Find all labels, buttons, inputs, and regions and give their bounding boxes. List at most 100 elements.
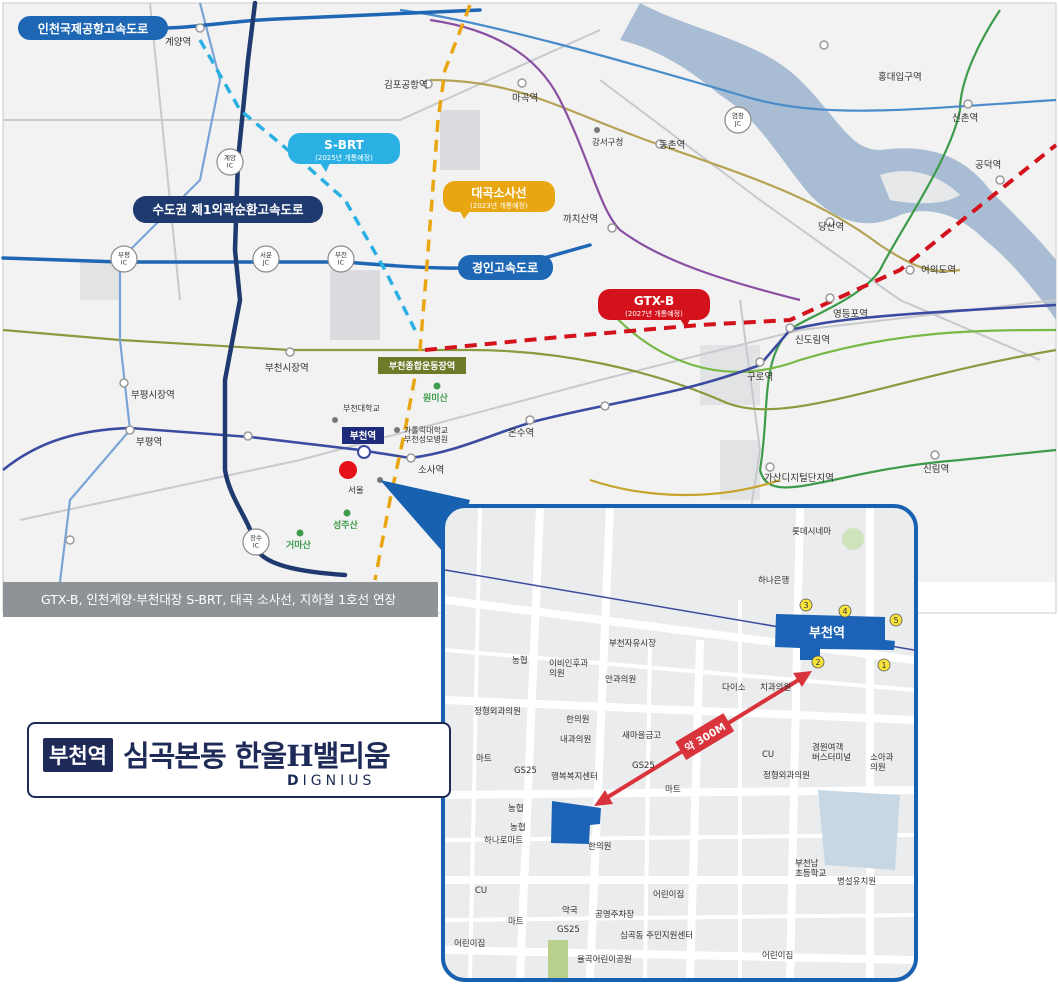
station-kkachisan: 까치산역 [563, 213, 598, 225]
poi-free-market: 부천자유시장 [609, 638, 656, 649]
poi-dot [594, 127, 600, 133]
poi-cu2: CU [475, 886, 487, 896]
road [19, 299, 1057, 521]
junction-bucheon [327, 245, 355, 273]
gtx-b-label: GTX-B [634, 294, 674, 308]
station-dot [517, 78, 527, 88]
daegok-sosa-line [373, 4, 472, 581]
poi-hana-bank: 하나은행 [758, 575, 789, 586]
station-dot [655, 139, 665, 149]
s-brt-pill [288, 133, 400, 164]
station-dot [765, 462, 775, 472]
poi-daycare1: 어린이집 [653, 889, 684, 900]
poi-nonghyup: 농협 [512, 655, 528, 666]
poi-pharmacy: 약국 [562, 905, 578, 916]
poi-korean2: 한의원 [588, 841, 611, 852]
gtx-b-line [424, 143, 1058, 352]
station-dot [243, 431, 253, 441]
poi-welfare: 행복복지센터 [551, 771, 598, 782]
bucheon-station-label: 부천역 [350, 430, 376, 442]
junction-jangsu [242, 528, 270, 556]
station-gyeyang: 계양역 [165, 36, 191, 48]
station-sosa: 소사역 [418, 465, 444, 476]
ring-expressway-pill [133, 196, 323, 223]
bucheon-station-marker [357, 445, 371, 459]
ring-expressway-label: 수도권 제1외곽순환고속도로 [152, 202, 304, 217]
inset-bucheon-station-label: 부천역 [809, 625, 845, 641]
poi-internal: 내과의원 [560, 734, 591, 745]
bucheon-sports-tag [378, 357, 466, 374]
mountain-dot [343, 509, 351, 517]
apartment-badge: 부천역 [43, 738, 113, 772]
daegok-pointer [460, 211, 470, 219]
station-seoul-partial: 서울 [348, 486, 364, 496]
station-dot [607, 223, 617, 233]
station-dot [963, 99, 973, 109]
poi-ortho2: 정형외과의원 [763, 770, 810, 781]
subway-line-5 [429, 18, 801, 302]
apartment-brand: DIGNIUS [287, 773, 376, 789]
exit-5-label: 5 [893, 616, 898, 625]
s-brt-note: (2025년 개통예정) [315, 153, 373, 162]
station-dot [125, 425, 135, 435]
poi-eye-clinic: 안과의원 [605, 674, 636, 685]
station-sillim: 신림역 [923, 463, 949, 475]
han-river [620, 3, 1056, 320]
s-brt-line [198, 39, 417, 331]
poi-lotte-cinema: 롯데시네마 [792, 527, 831, 537]
station-yeongdeungpo: 영등포역 [833, 309, 868, 320]
poi-mart2: 마트 [665, 785, 681, 795]
road [3, 29, 601, 121]
station-dot [825, 293, 835, 303]
station-dot [995, 175, 1005, 185]
station-bupyeong-market: 부평시장역 [131, 390, 175, 401]
poi-kindergarten: 병설유치원 [837, 876, 876, 887]
station-dot [195, 23, 205, 33]
caption-bar: GTX-B, 인천계양·부천대장 S-BRT, 대곡 소사선, 지하철 1호선 … [3, 582, 438, 617]
station-bupyeong: 부평역 [136, 437, 162, 448]
exit-1-label: 1 [881, 661, 886, 670]
junction-bupyeong [110, 245, 138, 273]
suin-line [589, 478, 781, 497]
station-dot [119, 378, 129, 388]
mountain-dot [433, 382, 441, 390]
station-dot [285, 347, 295, 357]
station-sindorim: 신도림역 [795, 334, 830, 346]
station-dot [819, 40, 829, 50]
junction-yeomchang [724, 106, 752, 134]
station-dot [930, 450, 940, 460]
station-dot [525, 415, 535, 425]
exit-2-marker [811, 655, 825, 669]
gtx-b-pointer [680, 319, 690, 328]
poi-nonghyup2: 농협 [508, 803, 524, 814]
poi-park: 율곡어린이공원 [577, 954, 632, 965]
daegok-note: (2023년 개통예정) [470, 201, 528, 210]
poi-ortho1: 정형외과의원 [474, 706, 521, 717]
incheon-airport-pill [18, 16, 168, 40]
site-marker [339, 461, 357, 479]
station-gangseo-office: 강서구청 [592, 137, 623, 148]
distance-arrowhead-end [793, 671, 812, 687]
poi-daycare3: 어린이집 [762, 950, 793, 961]
subway-line-2 [758, 9, 1057, 489]
station-dot [65, 535, 75, 545]
mountain-wonmisan: 원미산 [423, 392, 449, 404]
poi-mart1: 마트 [476, 754, 492, 764]
exit-3-label: 3 [803, 601, 808, 610]
poi-parking: 공영주차장 [595, 909, 634, 920]
station-dot [755, 357, 765, 367]
station-yeouido: 여의도역 [921, 264, 956, 276]
station-deungchon: 등촌역 [659, 140, 685, 151]
station-bucheon-univ: 부천대학교 [343, 403, 380, 413]
poi-dot [332, 417, 338, 423]
station-gongdeok: 공덕역 [975, 160, 1001, 171]
poi-cu1: CU [762, 750, 774, 760]
poi-nonghyup3: 농협 [510, 822, 526, 833]
station-dot [825, 217, 835, 227]
